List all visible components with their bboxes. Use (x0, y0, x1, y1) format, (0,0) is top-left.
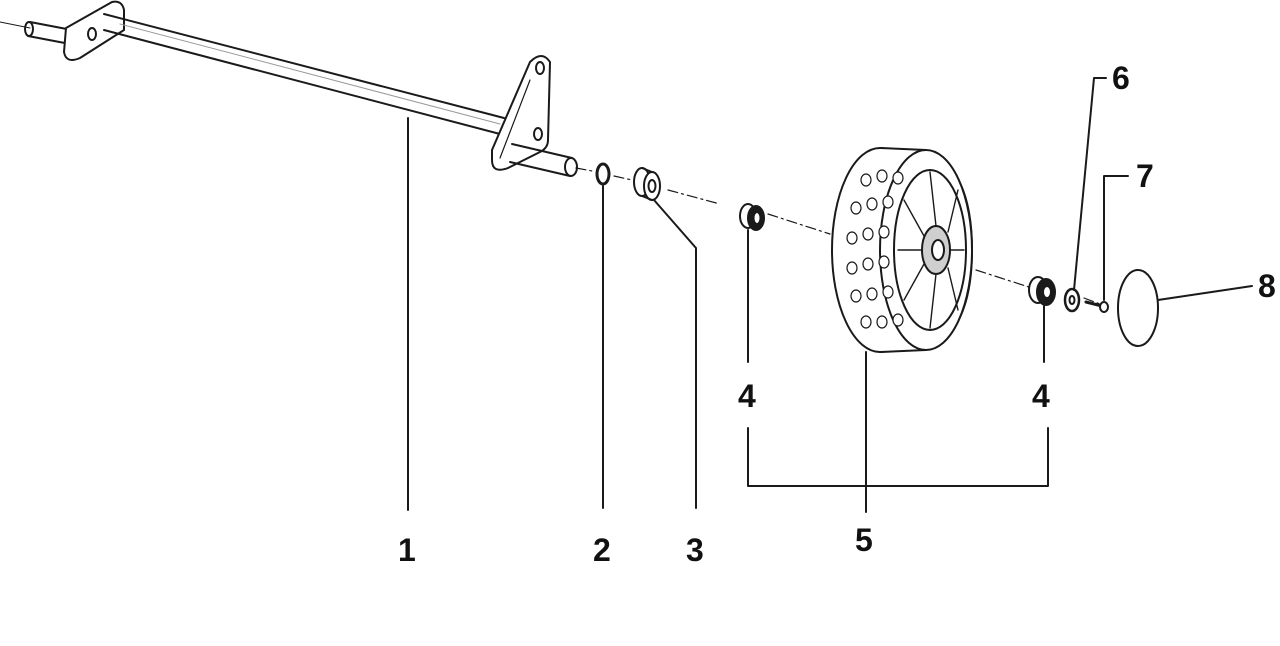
callout-3: 3 (686, 532, 704, 568)
callout-7: 7 (1136, 158, 1154, 194)
axle-spindle (509, 143, 578, 177)
callout-6: 6 (1112, 60, 1130, 96)
leader-line-6 (1073, 77, 1107, 291)
leader-line-7 (1103, 175, 1129, 301)
callout-5: 5 (855, 522, 873, 558)
right-mounting-bracket (491, 55, 551, 171)
bolt (1084, 300, 1109, 313)
wheel (831, 147, 973, 353)
hub-cap (1117, 269, 1159, 347)
callout-1: 1 (398, 532, 416, 568)
callout-4-left: 4 (738, 378, 756, 414)
callout-2: 2 (593, 532, 611, 568)
snap-ring (595, 162, 611, 186)
leader-line-3 (653, 199, 697, 509)
axle-tube (103, 13, 505, 135)
bearing-left (739, 203, 765, 231)
callout-8: 8 (1258, 268, 1276, 304)
leader-line-5-bracket (747, 427, 1049, 487)
washer (1063, 287, 1081, 313)
spacer-washer (633, 167, 661, 201)
assembly-centerline (575, 167, 1101, 305)
bearing-right (1028, 276, 1056, 306)
leader-line-8 (1157, 285, 1253, 301)
left-mounting-bracket (63, 0, 125, 61)
callout-4-right: 4 (1032, 378, 1050, 414)
